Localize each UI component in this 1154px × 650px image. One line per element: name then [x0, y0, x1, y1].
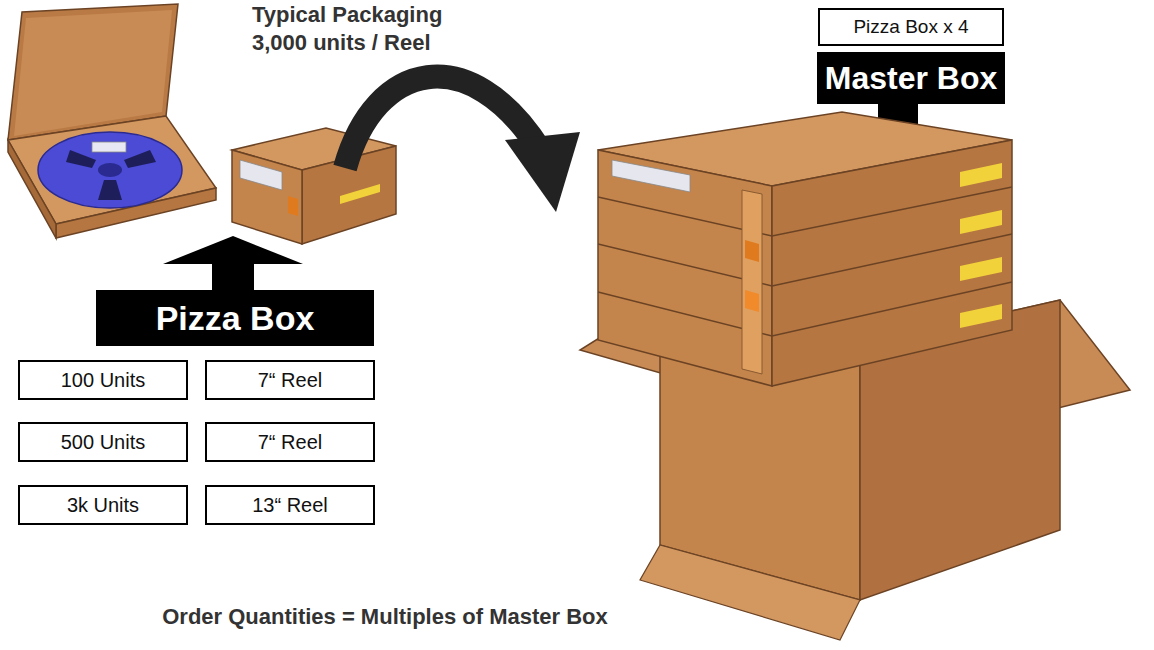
node-text: Master Box	[825, 60, 998, 97]
arrow-shaft	[212, 262, 254, 292]
node-text: 13“ Reel	[252, 494, 328, 517]
box-divider	[598, 234, 1012, 286]
heading-note: 3,000 units / Reel	[252, 30, 431, 56]
box-tab-column	[742, 190, 762, 374]
arrow-shaft	[345, 77, 540, 168]
arrow-head	[163, 236, 303, 264]
reel	[38, 132, 182, 208]
box-stripe	[340, 184, 380, 204]
pizza-box-label: Pizza Box	[96, 290, 374, 346]
curved-arrow	[345, 77, 580, 212]
box-tab	[288, 196, 298, 216]
box-stripe	[960, 257, 1002, 281]
master-box-label: Master Box	[817, 52, 1006, 104]
count-box: Pizza Box x 4	[818, 8, 1004, 46]
box-sticker	[612, 160, 690, 192]
box-side	[232, 150, 302, 244]
node-text: Pizza Box x 4	[853, 16, 968, 38]
node-text: 100 Units	[61, 369, 146, 392]
reel-size-box: 7“ Reel	[205, 360, 375, 400]
reel-spoke	[124, 150, 156, 168]
reel-hub	[98, 163, 122, 177]
reel-spoke	[66, 150, 96, 168]
arrow-head	[505, 132, 580, 212]
box-sticker	[240, 160, 282, 190]
box-stripe	[960, 163, 1002, 187]
reel-spoke	[98, 180, 122, 200]
node-text: 7“ Reel	[258, 369, 322, 392]
closed-pizza-box	[232, 128, 396, 244]
node-text: 500 Units	[61, 431, 146, 454]
reel-size-box: 13“ Reel	[205, 485, 375, 525]
node-text: 7“ Reel	[258, 431, 322, 454]
pizza-box-stack	[598, 112, 1012, 386]
box-divider	[598, 187, 1012, 236]
reel-size-box: 7“ Reel	[205, 422, 375, 462]
node-text: 3k Units	[67, 494, 139, 517]
quantity-box: 3k Units	[18, 485, 188, 525]
carton-bottom-edge	[640, 545, 860, 640]
caption: Order Quantities = Multiples of Master B…	[162, 604, 608, 630]
box-stripe	[960, 210, 1002, 234]
node-text: Pizza Box	[156, 299, 315, 338]
quantity-box: 500 Units	[18, 422, 188, 462]
stack-side	[772, 140, 1012, 386]
up-arrow	[163, 236, 303, 292]
box-lid-inner	[14, 10, 172, 136]
box-tab	[745, 290, 759, 312]
box-stripe	[960, 304, 1002, 328]
reel-label	[92, 142, 126, 152]
quantity-box: 100 Units	[18, 360, 188, 400]
heading-note: Typical Packaging	[252, 2, 442, 28]
box-tab	[745, 240, 759, 262]
open-pizza-box	[8, 4, 216, 238]
stack-front	[598, 150, 772, 386]
box-divider	[598, 282, 1012, 336]
